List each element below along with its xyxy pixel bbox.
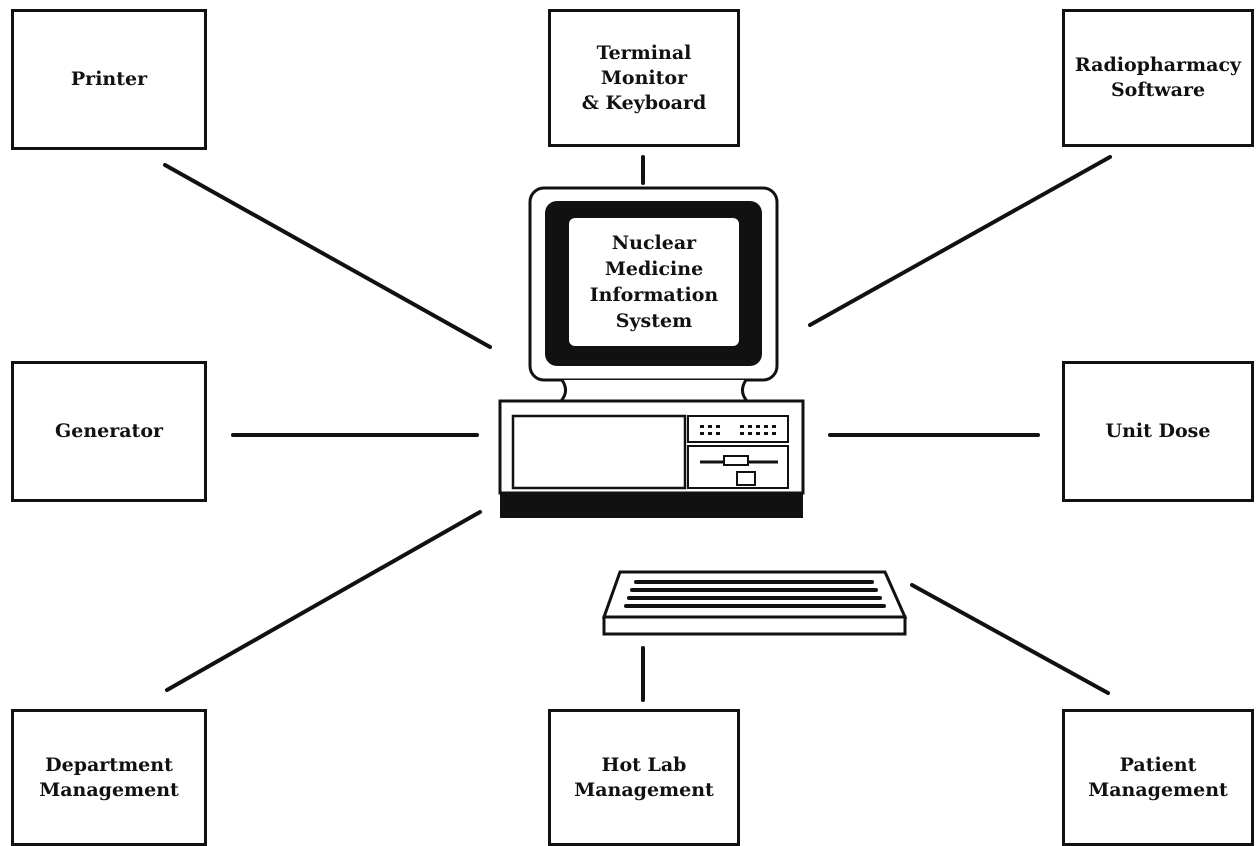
connector-radiopharmacy [808,155,1112,327]
node-hot-lab-label: Hot Lab Management [574,753,714,801]
node-radiopharmacy-label: Radiopharmacy Software [1074,54,1242,101]
node-terminal-label: Terminal Monitor & Keyboard [581,41,707,114]
keyboard-icon [601,570,908,636]
node-hot-lab: Hot Lab Management [548,709,740,846]
node-generator-label: Generator [55,420,163,442]
node-patient: Patient Management [1062,709,1254,846]
node-department-label: Department Management [39,753,179,801]
node-terminal: Terminal Monitor & Keyboard [548,9,740,147]
connector-department [165,510,482,692]
node-printer: Printer [11,9,207,150]
connector-patient [910,583,1110,695]
node-unit-dose-label: Unit Dose [1105,420,1211,442]
connector-printer [163,163,492,349]
computer-base-icon [498,399,805,518]
node-patient-label: Patient Management [1088,753,1228,801]
node-printer-label: Printer [70,68,148,90]
center-system-label: Nuclear Medicine Information System [589,232,719,332]
monitor-icon [528,186,779,404]
node-radiopharmacy: Radiopharmacy Software [1062,9,1254,147]
node-generator: Generator [11,361,207,502]
node-unit-dose: Unit Dose [1062,361,1254,502]
node-department: Department Management [11,709,207,846]
